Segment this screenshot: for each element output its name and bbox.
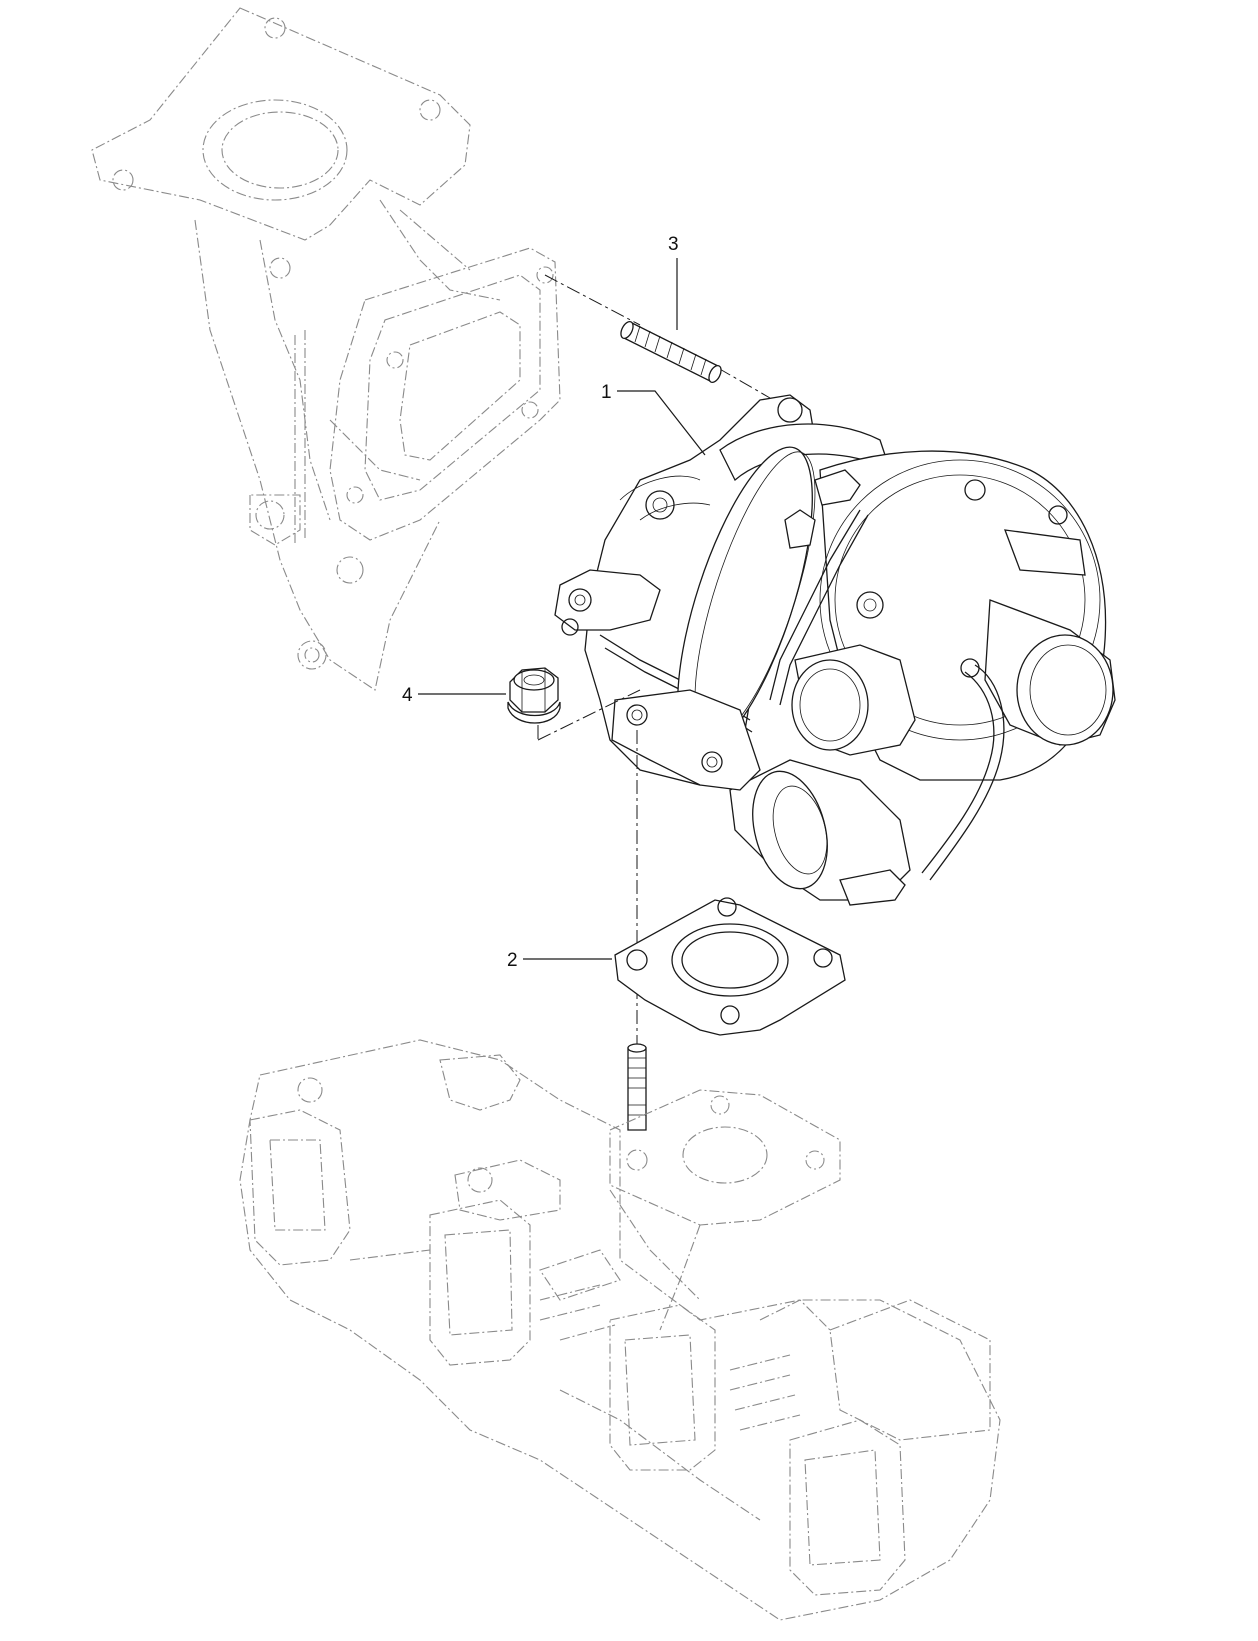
callout-4: 4 — [402, 685, 506, 706]
callout-1-leader — [617, 390, 706, 456]
manifold-stud — [627, 1043, 647, 1131]
nut-part — [507, 667, 561, 724]
turbocharger-part — [554, 394, 1116, 906]
callout-1-label: 1 — [601, 382, 612, 403]
callout-4-label: 4 — [402, 685, 413, 706]
ghost-exhaust-manifold — [239, 1039, 1001, 1621]
callout-2: 2 — [507, 950, 612, 971]
callout-3-label: 3 — [668, 234, 679, 255]
callout-3: 3 — [668, 234, 679, 330]
stud-part — [620, 321, 722, 383]
gasket-part — [614, 897, 846, 1036]
ghost-exhaust-elbow — [91, 7, 561, 691]
callout-2-label: 2 — [507, 950, 518, 971]
callout-1: 1 — [601, 382, 706, 456]
